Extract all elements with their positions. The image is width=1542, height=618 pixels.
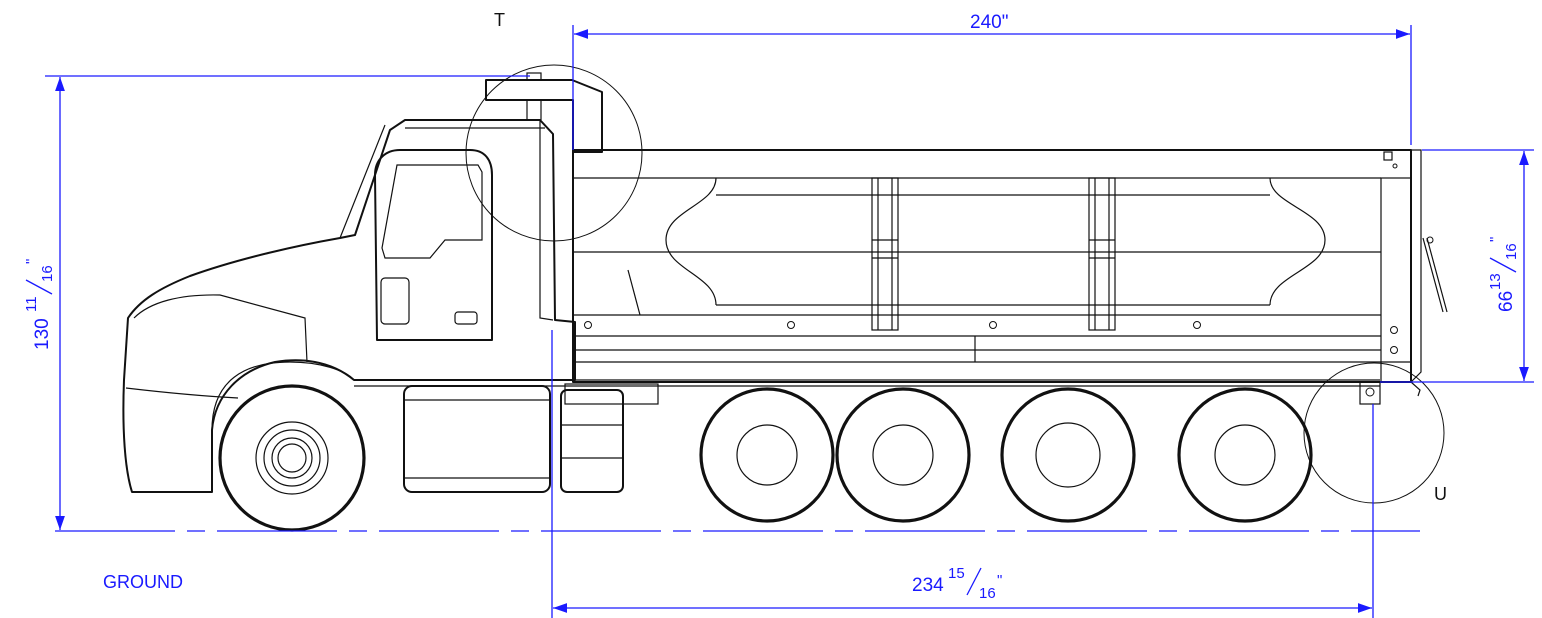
chassis [354,379,1421,493]
ground-label: GROUND [103,572,183,592]
dimension-body-length: 240" [572,12,1412,150]
cab-to-axle-den: 16 [979,585,996,602]
cab-to-axle-unit: " [997,572,1002,589]
overall-height-whole: 130 [32,318,53,350]
cab-to-axle-whole: 234 [912,575,944,596]
body-height-whole: 66 [1496,291,1517,312]
truck-cab [122,72,603,493]
rear-wheel-1 [699,387,835,523]
detail-circle-t [465,64,643,242]
overall-height-unit: " [23,259,40,264]
overall-height-num: 11 [23,296,40,312]
dump-body [572,149,1448,383]
rear-wheel-2 [835,387,971,523]
body-height-unit: " [1487,237,1504,242]
front-wheel [218,384,366,532]
cab-to-axle-num: 15 [948,565,965,582]
detail-label-u: U [1434,484,1447,504]
rear-wheel-4 [1177,387,1313,523]
dimension-body-height: 66 13 16 " [1380,149,1534,383]
rear-wheel-3 [1000,387,1136,523]
body-length-value: 240" [970,12,1008,33]
detail-circle-u [1303,362,1445,504]
body-height-den: 16 [1503,243,1520,260]
dimension-overall-height: 130 11 16 " [23,75,530,530]
wheels [218,384,1313,532]
body-height-num: 13 [1487,273,1504,290]
overall-height-den: 16 [39,265,56,282]
dimension-cab-to-axle: 234 15 16 " [551,330,1374,618]
detail-label-t: T [494,10,505,30]
